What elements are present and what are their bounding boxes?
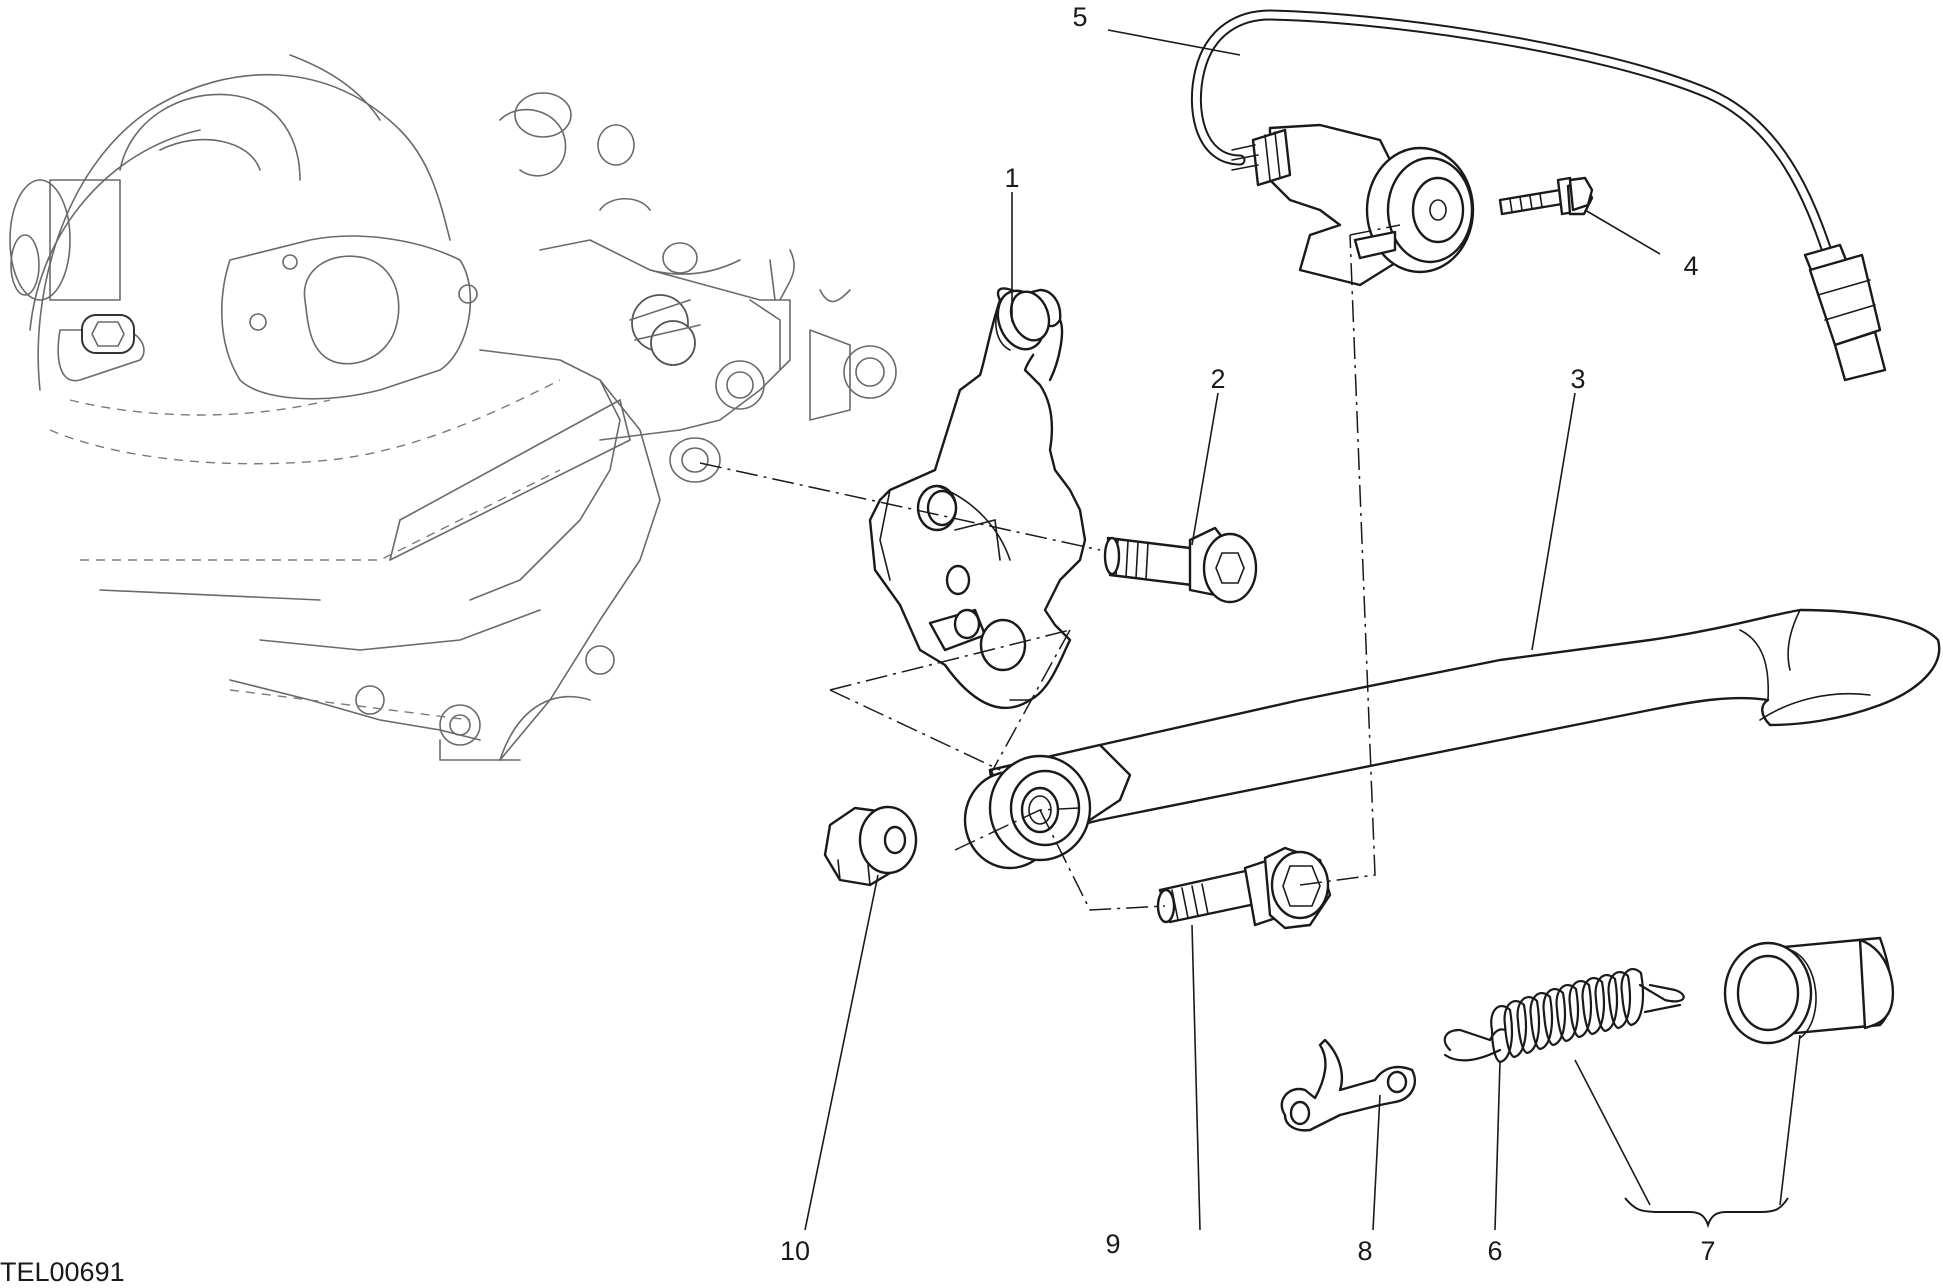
plate-part-8 [1280, 1038, 1417, 1132]
callout-2: 2 [1210, 364, 1225, 394]
spring-part-6 [1443, 968, 1685, 1064]
callout-1: 1 [1004, 163, 1019, 193]
sidestand-leg-part-3 [963, 608, 1941, 870]
screw-part-4 [1498, 176, 1594, 216]
callout-6: 6 [1487, 1236, 1502, 1266]
pivot-bolt-part-9 [1156, 846, 1332, 930]
callout-labels: 1 2 3 4 5 6 7 8 9 10 [780, 2, 1716, 1266]
callout-8: 8 [1357, 1236, 1372, 1266]
callout-10: 10 [780, 1236, 810, 1266]
callout-3: 3 [1570, 364, 1585, 394]
bushing-part-7 [1723, 936, 1895, 1045]
sidestand-bracket-part-1 [868, 287, 1087, 710]
engine-crankcase [9, 54, 897, 761]
callout-5: 5 [1072, 2, 1087, 32]
drawing-code: TEL00691 [0, 1257, 125, 1287]
sidestand-switch-part-5 [1190, 9, 1887, 382]
alignment-lines [699, 224, 1401, 911]
callout-4: 4 [1683, 251, 1698, 281]
leader-lines [804, 29, 1801, 1231]
bolt-part-2 [1103, 526, 1258, 604]
callout-9: 9 [1105, 1229, 1120, 1259]
nut-part-10 [823, 805, 918, 887]
callout-7: 7 [1700, 1236, 1715, 1266]
